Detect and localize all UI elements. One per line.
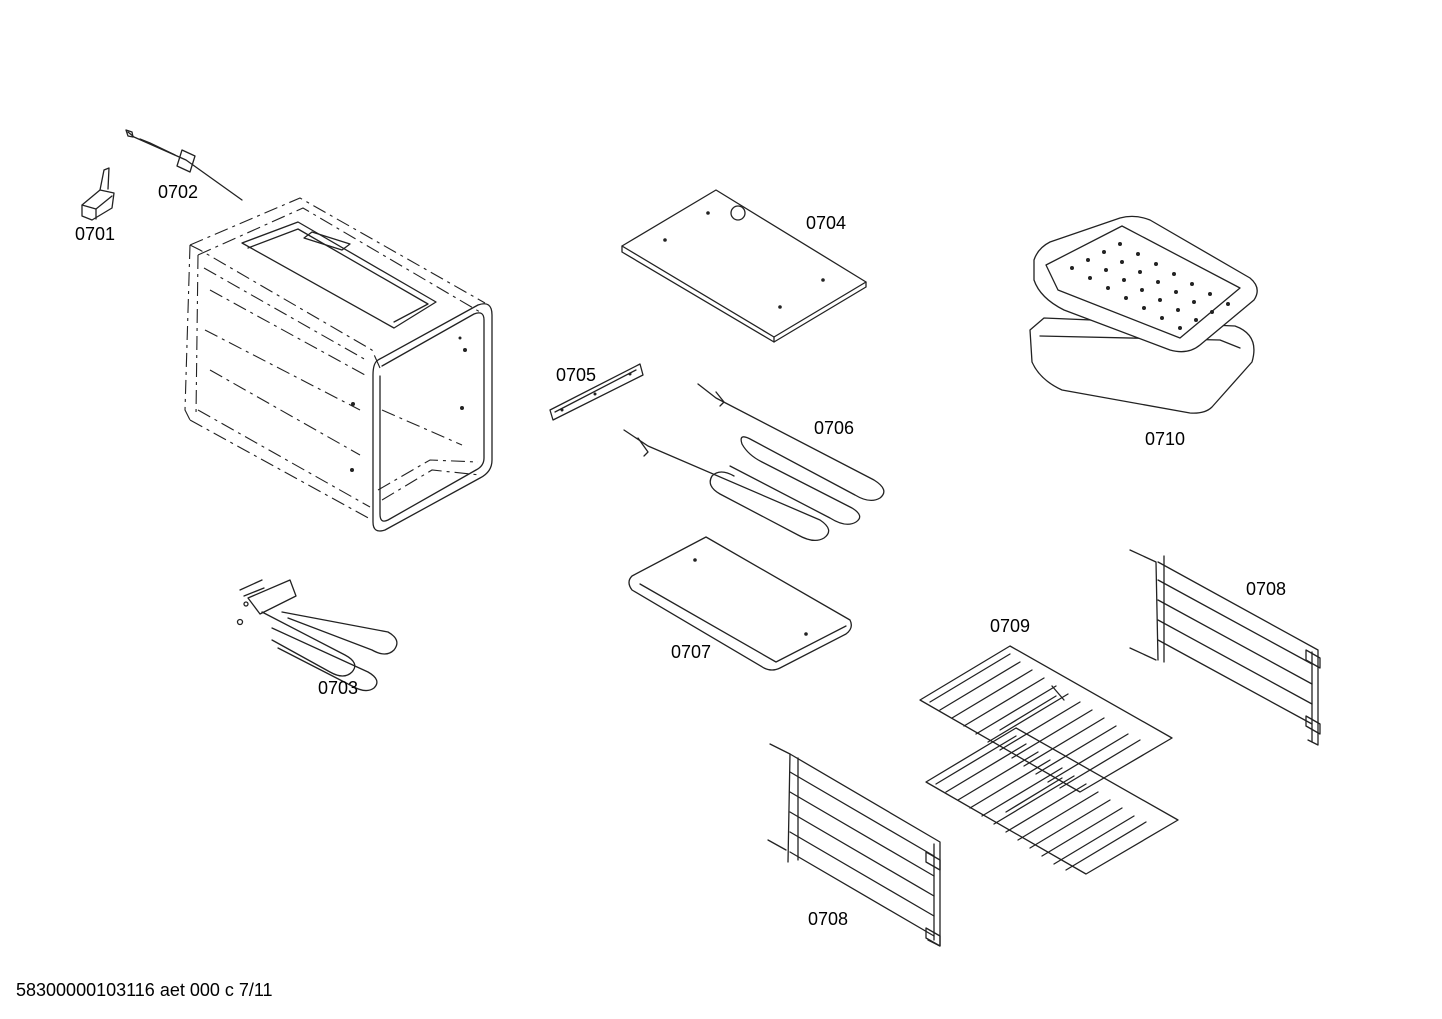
- label-0710: 0710: [1145, 429, 1185, 449]
- label-0709: 0709: [990, 616, 1030, 636]
- label-0704: 0704: [806, 213, 846, 233]
- bracket-strip-icon: [549, 363, 644, 421]
- baking-tray-icon: [1029, 215, 1258, 414]
- label-0703: 0703: [318, 678, 358, 698]
- label-0707: 0707: [671, 642, 711, 662]
- label-0701: 0701: [75, 224, 115, 244]
- label-0706: 0706: [814, 418, 854, 438]
- top-plate-icon: [621, 189, 867, 343]
- bottom-tray-icon: [628, 536, 852, 671]
- label-0708-left: 0708: [808, 909, 848, 929]
- label-0705: 0705: [556, 365, 596, 385]
- sensor-block-icon: [81, 167, 115, 221]
- side-rack-icon: [767, 743, 941, 947]
- label-0708-right: 0708: [1246, 579, 1286, 599]
- oven-cavity: [184, 197, 493, 532]
- side-rack-icon: [1129, 549, 1321, 746]
- document-footer-code: 58300000103116 aet 000 c 7/11: [16, 980, 273, 1000]
- label-0702: 0702: [158, 182, 198, 202]
- heating-element-icon: [236, 579, 398, 692]
- temperature-probe-icon: [125, 129, 243, 201]
- wire-shelf-icon: [919, 645, 1179, 875]
- grill-element-icon: [623, 383, 885, 542]
